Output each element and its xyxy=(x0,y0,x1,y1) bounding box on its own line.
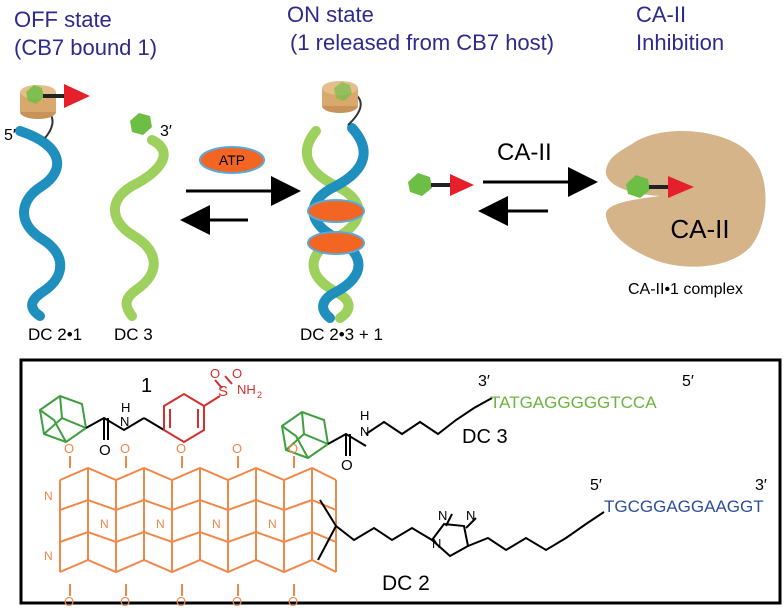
dc3-helix xyxy=(110,135,169,321)
cb7-macrocycle-structure xyxy=(59,456,337,596)
dc3-3prime-seq-label: 3′ xyxy=(478,373,490,390)
ca2-protein-label: CA-II xyxy=(670,214,729,244)
cb7-o-bottom-5: O xyxy=(288,594,298,609)
off-state-title: OFF state xyxy=(14,7,112,32)
n-label-1: N xyxy=(120,414,129,429)
cb7-n-4: N xyxy=(156,517,165,531)
triazole-n1: N xyxy=(432,536,441,551)
cb7-n-5: N xyxy=(212,517,221,531)
dc23-label: DC 2•3 + 1 xyxy=(300,325,383,344)
dc3-sequence: TATGAGGGGGTCCA xyxy=(490,393,657,412)
complex-label: CA-II•1 complex xyxy=(628,281,743,298)
dc3-3prime-label: 3′ xyxy=(160,123,172,140)
nh2-subscript: 2 xyxy=(257,390,262,400)
cb7-o-top-2: O xyxy=(120,441,130,456)
on-state-subtitle: (1 released from CB7 host) xyxy=(290,30,554,55)
cb7-host-free xyxy=(322,81,358,113)
cb7-n-6: N xyxy=(268,517,277,531)
cb7-n-1: N xyxy=(44,489,53,503)
n-label-dc3: N xyxy=(360,424,369,439)
dc2-5prime-seq-label: 5′ xyxy=(590,477,602,494)
cb7-o-bottom-2: O xyxy=(120,594,130,609)
atp-label: ATP xyxy=(219,152,245,168)
dc2-sequence: TGCGGAGGAAGGT xyxy=(604,497,764,516)
nh2-label: NH xyxy=(237,382,256,397)
cb7-o-bottom-4: O xyxy=(232,594,242,609)
sulfonyl-o2: O xyxy=(232,366,242,381)
ca2-arrow-label: CA-II xyxy=(497,139,552,166)
compound-number-label: 1 xyxy=(141,375,152,397)
off-state-subtitle: (CB7 bound 1) xyxy=(14,35,157,60)
sulfonyl-o1: O xyxy=(210,366,220,381)
structures-panel xyxy=(19,358,782,605)
benzene-ring-1 xyxy=(163,375,233,444)
carbonyl-o-1: O xyxy=(99,442,111,459)
h-label-dc3: H xyxy=(360,408,369,423)
guest-molecule-inhibitor xyxy=(626,175,694,198)
cb7-o-bottom-1: O xyxy=(64,594,74,609)
cb7-n-2: N xyxy=(44,549,53,563)
dc21-helix xyxy=(15,103,66,321)
dc23-double-helix xyxy=(301,91,369,323)
dc21-label: DC 2•1 xyxy=(28,325,82,344)
guest-molecule-free xyxy=(408,173,474,196)
cb7-o-top-5: O xyxy=(288,441,298,456)
triazole-n3: N xyxy=(466,508,475,523)
cb7-o-top-4: O xyxy=(232,441,242,456)
cb7-o-bottom-3: O xyxy=(176,594,186,609)
carbonyl-o-dc3: O xyxy=(341,457,353,474)
ca2-protein: CA-II xyxy=(605,131,766,267)
dc2-structure: O O O O O O O O O O N N N N N N N N N 5′… xyxy=(44,441,767,609)
dc3-structure-label: DC 3 xyxy=(462,426,508,448)
cb7-o-top-3: O xyxy=(176,441,186,456)
dc3-5prime-seq-label: 5′ xyxy=(682,373,694,390)
atp-bound-2 xyxy=(307,231,365,255)
dc2-structure-label: DC 2 xyxy=(382,572,430,595)
h-label-1: H xyxy=(121,400,130,415)
guest-hexagon-dc3 xyxy=(130,113,152,135)
dc3-label: DC 3 xyxy=(114,325,153,344)
dc3-structure: O H N 3′ TATGAGGGGGTCCA 5′ DC 3 xyxy=(280,373,694,474)
atp-molecule: ATP xyxy=(199,146,265,174)
inhibition-title: CA-II xyxy=(636,2,686,27)
cb7-o-top-1: O xyxy=(64,441,74,456)
guest-molecule-bound xyxy=(26,84,90,108)
compound-1-structure: O H N S O O NH 2 1 xyxy=(38,366,262,459)
sulfur-label: S xyxy=(218,383,228,400)
dc21-5prime-label: 5′ xyxy=(4,127,16,144)
on-state-title: ON state xyxy=(287,2,374,27)
adamantane-cage-1 xyxy=(38,394,88,444)
atp-bound-1 xyxy=(307,199,365,223)
dc2-3prime-seq-label: 3′ xyxy=(755,477,767,494)
inhibition-subtitle: Inhibition xyxy=(636,30,724,55)
cb7-n-3: N xyxy=(100,517,109,531)
triazole-n2: N xyxy=(438,508,447,523)
